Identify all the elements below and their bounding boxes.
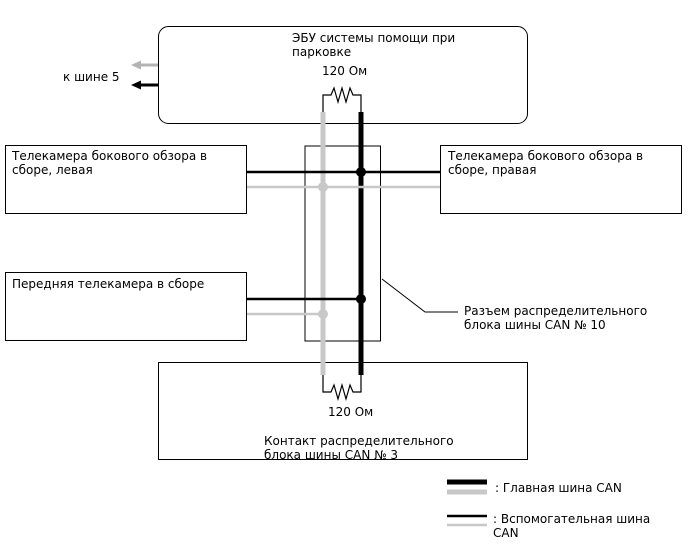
front-camera-label: Передняя телекамера в сборе: [12, 277, 205, 291]
junction-dot: [356, 294, 366, 304]
ecu-label: ЭБУ системы помощи при парковке: [292, 31, 456, 59]
legend-sub-label: : Вспомогательная шина CAN: [493, 512, 651, 540]
top-resistor-120ohm: [322, 85, 362, 112]
junction-dot: [318, 182, 328, 192]
junction-connector-box: [304, 145, 381, 342]
arrow-gray-icon: [131, 60, 141, 70]
left-camera-label: Телекамера бокового обзора в сборе, лева…: [12, 149, 208, 177]
junction-label: Разъем распределительного блока шины CAN…: [464, 304, 648, 332]
contact-label: Контакт распределительного блока шины CA…: [264, 434, 454, 462]
contact-box: [158, 362, 528, 460]
junction-dot: [356, 167, 366, 177]
bus5-label: к шине 5: [63, 70, 120, 84]
right-camera-label: Телекамера бокового обзора в сборе, прав…: [448, 149, 644, 177]
bottom-resistor-120ohm: [322, 375, 362, 402]
arrow-black-icon: [131, 80, 141, 90]
ohm-bottom-label: 120 Ом: [328, 405, 374, 419]
legend-main-label: : Главная шина CAN: [495, 481, 622, 495]
left-camera-box: [5, 145, 247, 214]
front-camera-box: [5, 272, 247, 341]
ohm-top-label: 120 Ом: [322, 64, 368, 78]
junction-dot: [318, 309, 328, 319]
ecu-box: [158, 26, 528, 124]
junction-leader-line: [381, 278, 458, 313]
right-camera-box: [440, 145, 682, 214]
